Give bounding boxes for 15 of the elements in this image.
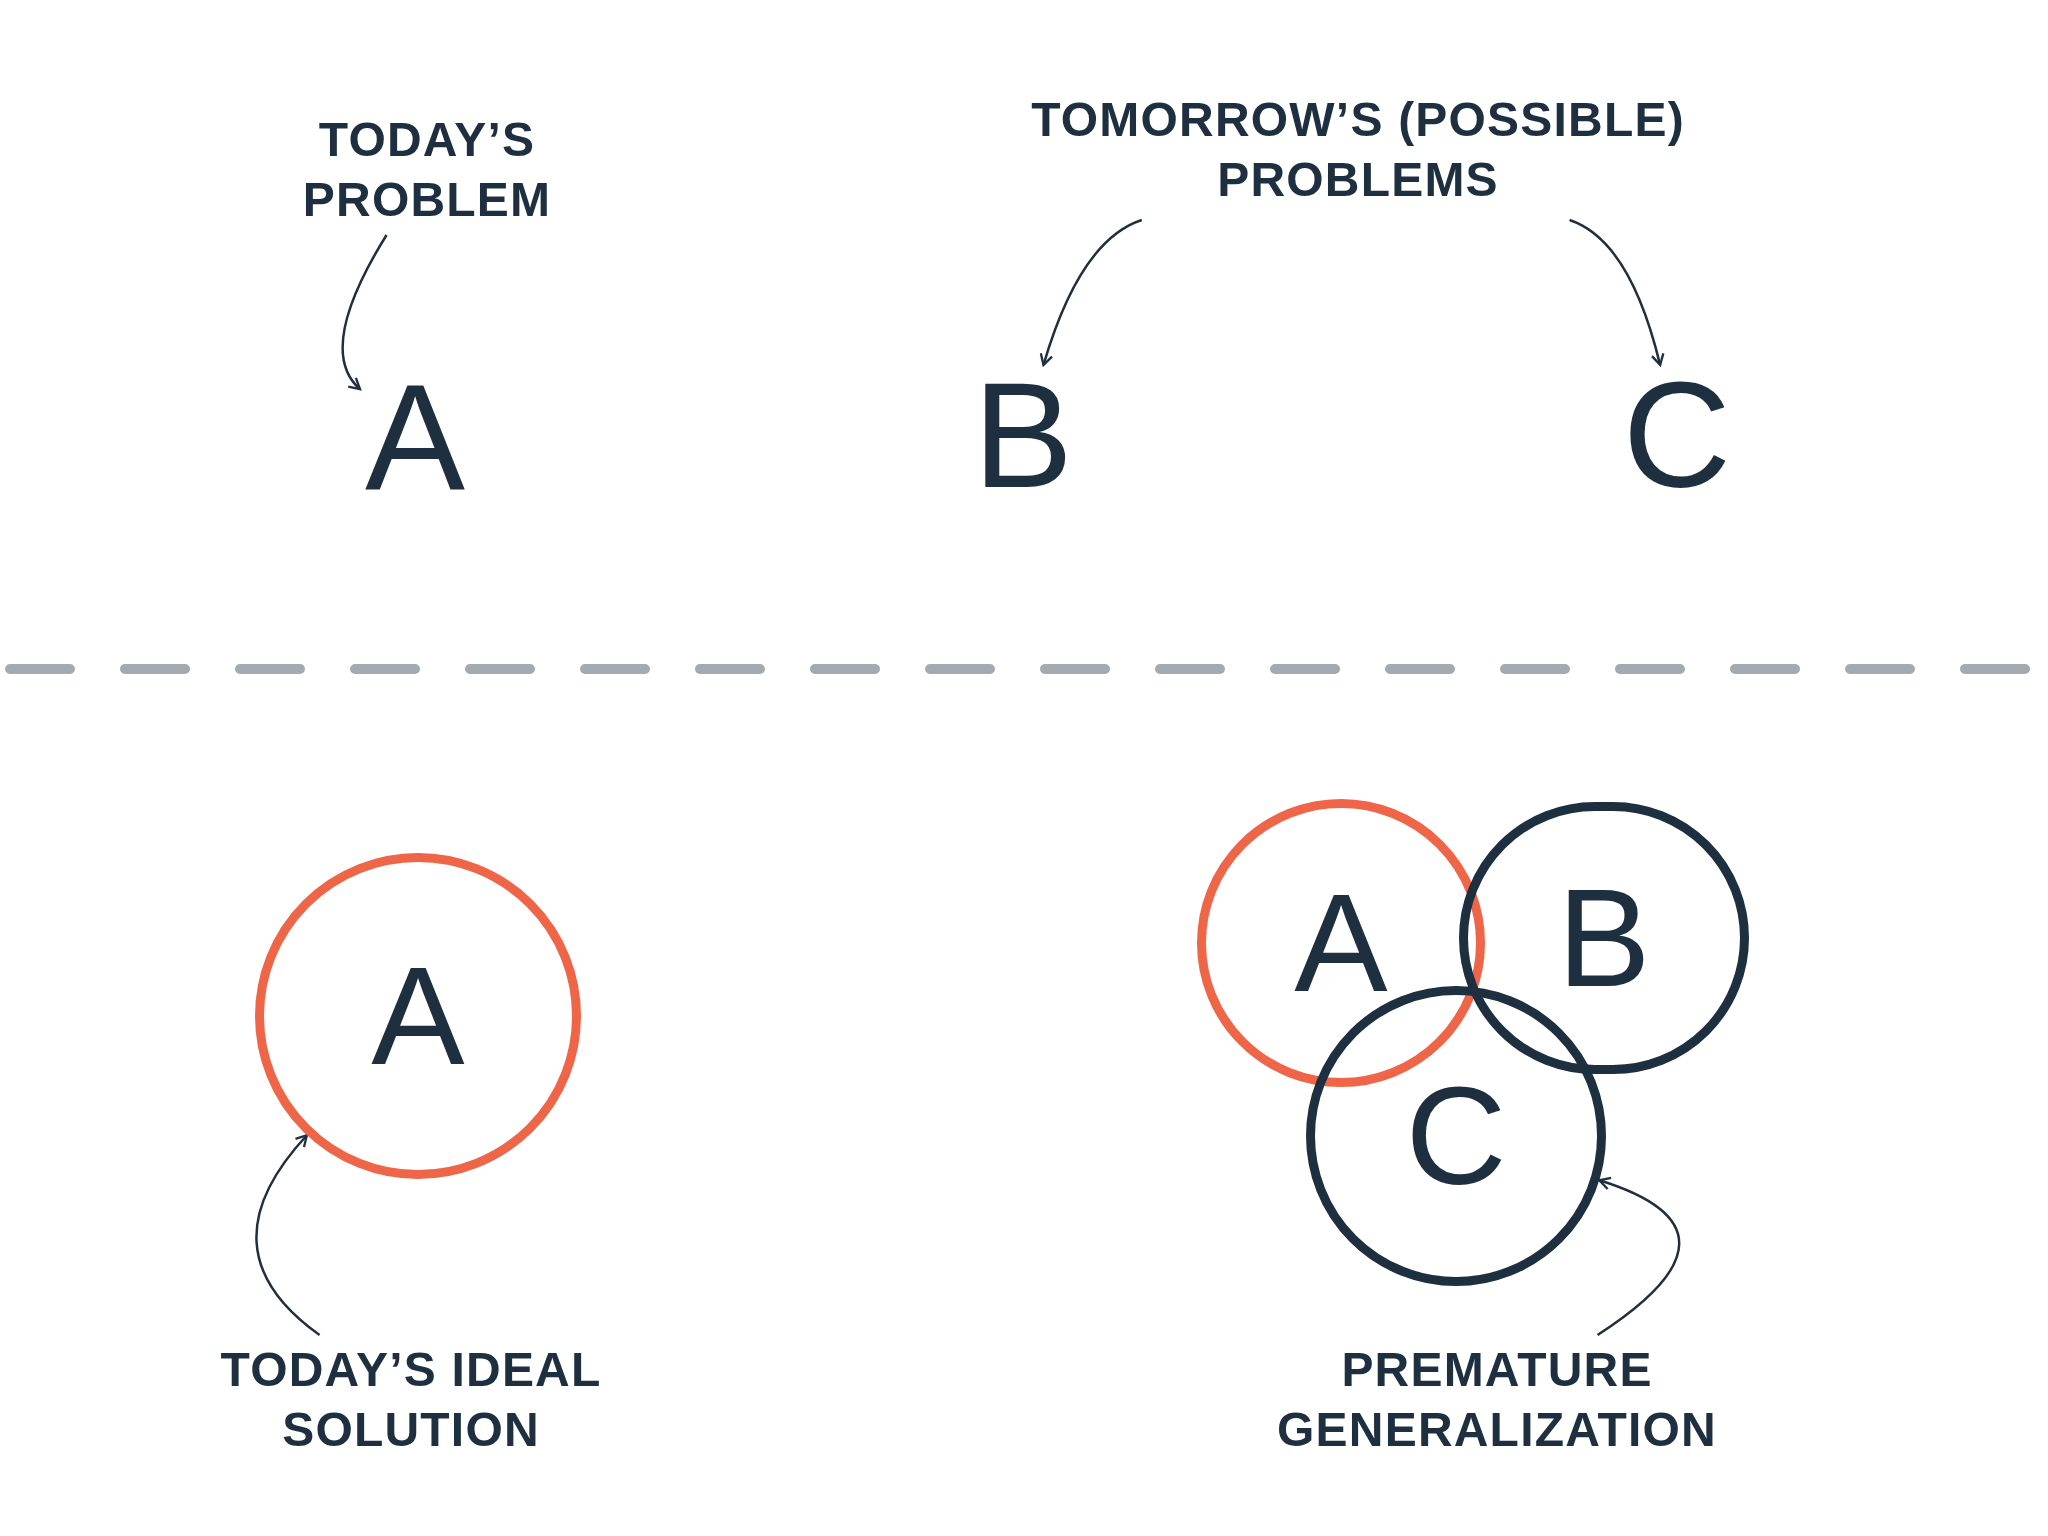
circle-outline: A [255, 853, 581, 1179]
circle-outline: B [1459, 802, 1749, 1074]
caption-text: TODAY’S IDEAL SOLUTION [219, 1342, 603, 1458]
letter-label: C [1622, 360, 1732, 510]
caption-text: TODAY’S PROBLEM [301, 112, 553, 228]
curved-arrow [1039, 218, 1143, 367]
circle-outline: A [1197, 799, 1485, 1087]
letter-label: B [972, 360, 1074, 510]
caption-text: TOMORROW’S (POSSIBLE) PROBLEMS [1030, 92, 1686, 208]
letter-label: A [364, 362, 466, 512]
curved-arrow [1569, 218, 1665, 367]
curved-arrow [255, 1134, 321, 1336]
caption-text: PREMATURE GENERALIZATION [1276, 1342, 1718, 1458]
curved-arrow [1596, 1177, 1681, 1337]
curved-arrow [341, 234, 388, 391]
